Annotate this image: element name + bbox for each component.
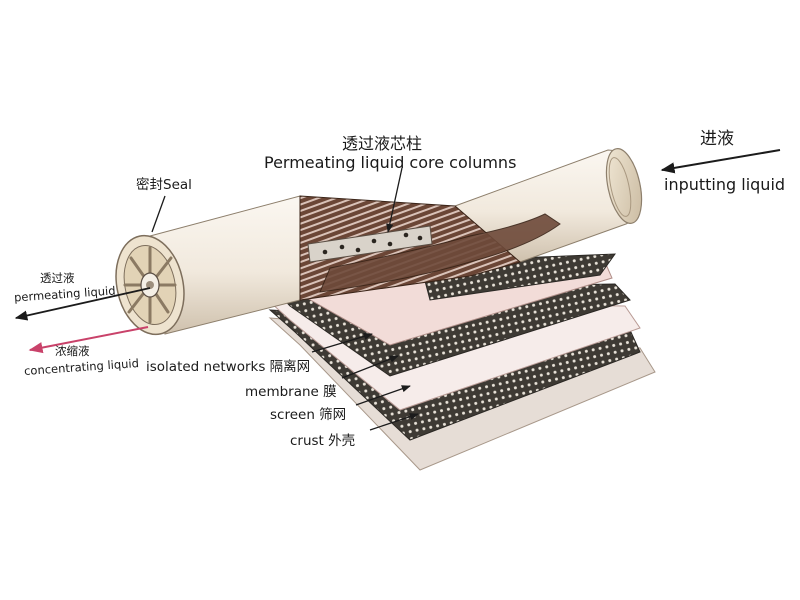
screen-leader [355,385,411,406]
right-end-cap [605,148,643,224]
core-columns-label-en: Permeating liquid core columns [264,153,517,172]
inputting-liquid-arrow [660,149,781,174]
crust-label: crust 外壳 [290,433,356,449]
permeating-liquid-arrow [14,287,151,321]
input-liquid-label-en: inputting liquid [664,175,786,194]
seal-end-cap [115,234,185,336]
input-liquid-label-zh: 进液 [700,129,734,149]
permeating-liquid-label-zh: 透过液 [40,271,75,285]
element-cylinder [149,148,643,335]
seal-leader-line [151,195,166,233]
crust-leader [369,413,419,431]
seal-label: 密封Seal [136,177,192,193]
isolated-networks-leader [311,332,373,353]
membrane-label: membrane 膜 [245,384,337,400]
screen-label: screen 筛网 [270,407,347,423]
core-leader-line [386,167,403,233]
concentrating-liquid-label-zh: 浓缩液 [55,344,90,358]
isolated-networks-label: isolated networks 隔离网 [146,359,311,375]
membrane-leader [341,355,399,379]
concentrating-liquid-arrow [28,326,149,354]
core-columns-label-zh: 透过液芯柱 [342,134,423,153]
